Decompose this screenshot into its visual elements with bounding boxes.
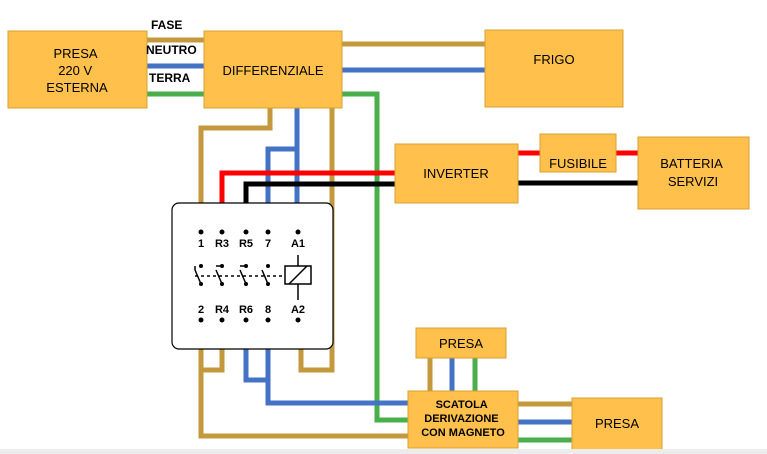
neutro-label: NEUTRO bbox=[146, 43, 197, 57]
presa-top-box bbox=[415, 327, 507, 359]
terminal-1-dot bbox=[198, 229, 204, 235]
terminal-8-label: 8 bbox=[265, 304, 271, 316]
frigo-box bbox=[484, 29, 624, 108]
scatola-label: SCATOLA DERIVAZIONE CON MAGNETO bbox=[421, 399, 505, 439]
inverter-box bbox=[394, 143, 519, 204]
terminal-1-label: 1 bbox=[198, 238, 204, 250]
terra-label: TERRA bbox=[149, 71, 191, 85]
contact-pin bbox=[266, 264, 270, 268]
presa-right-box bbox=[571, 397, 663, 451]
wire-fase-differenziale-relay-1 bbox=[198, 108, 273, 232]
terminal-7-dot bbox=[265, 229, 271, 235]
terminal-r6-label: R6 bbox=[239, 304, 253, 316]
fusibile-box bbox=[539, 133, 617, 173]
terminal-r5-dot bbox=[243, 229, 249, 235]
presa-top-label: PRESA bbox=[439, 336, 483, 351]
inverter-label: INVERTER bbox=[423, 166, 489, 181]
terminal-a1-dot bbox=[295, 229, 301, 235]
presa-esterna-label: PRESA 220 V ESTERNA bbox=[46, 46, 108, 95]
terminal-2-dot bbox=[198, 317, 204, 323]
contact-switch-r3 bbox=[215, 265, 223, 285]
presa-right-label: PRESA bbox=[595, 416, 639, 431]
batteria-box bbox=[637, 136, 750, 210]
frigo-label: FRIGO bbox=[533, 52, 574, 67]
terminal-r4-label: R4 bbox=[215, 304, 230, 316]
differenziale-label: DIFFERENZIALE bbox=[222, 63, 323, 78]
scatola-box bbox=[407, 390, 519, 449]
wire-terra-differenziale-scatola bbox=[342, 91, 408, 423]
coil-diagonal bbox=[288, 265, 308, 285]
terminal-r5-label: R5 bbox=[239, 238, 253, 250]
terminal-a1-label: A1 bbox=[291, 238, 305, 250]
terminal-7-label: 7 bbox=[265, 238, 271, 250]
differenziale-box bbox=[203, 30, 343, 109]
batteria-label: BATTERIA SERVIZI bbox=[660, 156, 726, 189]
fase-label: FASE bbox=[151, 18, 182, 32]
contact-switch-7 bbox=[261, 269, 269, 285]
terminal-r4-dot bbox=[219, 317, 225, 323]
contact-pin bbox=[199, 264, 203, 268]
terminal-8-dot bbox=[265, 317, 271, 323]
fusibile-label: FUSIBILE bbox=[549, 156, 607, 171]
wire-fase-2-scatola bbox=[198, 320, 408, 439]
terminal-a2-dot bbox=[295, 317, 301, 323]
terminal-2-label: 2 bbox=[198, 304, 204, 316]
contact-switch-1 bbox=[194, 266, 202, 285]
terminal-r6-dot bbox=[243, 317, 249, 323]
terminal-a2-label: A2 bbox=[291, 304, 305, 316]
contact-switch-r5 bbox=[239, 265, 247, 285]
bottom-strip bbox=[0, 449, 767, 454]
terminal-r3-label: R3 bbox=[215, 238, 229, 250]
presa-esterna-box bbox=[7, 30, 148, 109]
relay-body bbox=[171, 202, 334, 350]
terminal-r3-dot bbox=[219, 229, 225, 235]
